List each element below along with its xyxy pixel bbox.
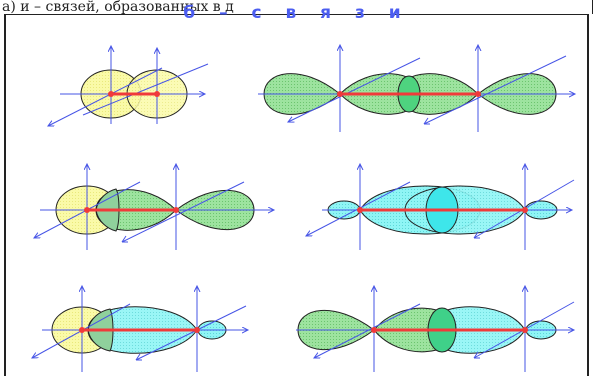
y-axis-left xyxy=(48,67,163,126)
y-arrow-right xyxy=(121,235,128,243)
caption-text: а) и – связей, образованных в д xyxy=(2,0,234,14)
nucleus-left xyxy=(357,207,363,213)
panel-s-s-overlap xyxy=(48,46,209,126)
y-axis-left xyxy=(288,57,421,122)
y-arrow-right xyxy=(423,117,430,125)
nucleus-left xyxy=(337,91,343,97)
y-arrow-right xyxy=(473,231,480,239)
nucleus-right xyxy=(475,91,481,97)
nucleus-left xyxy=(371,327,377,333)
nucleus-left xyxy=(79,327,85,333)
panel-s-sp-overlap xyxy=(32,286,248,372)
nucleus-right xyxy=(173,207,179,213)
panel-sp-sp-overlap xyxy=(306,164,575,250)
y-axis-right xyxy=(135,305,247,361)
nucleus-left xyxy=(84,207,90,213)
y-arrow-right xyxy=(473,351,480,359)
nucleus-right xyxy=(522,327,528,333)
panel-p-p-overlap xyxy=(258,45,575,132)
y-arrow-right xyxy=(135,353,142,361)
nucleus-right xyxy=(154,91,160,97)
top-caption: а) и – связей, образованных в д xyxy=(0,0,593,14)
y-axis-right xyxy=(121,181,245,243)
nucleus-right xyxy=(194,327,200,333)
nucleus-left xyxy=(108,91,114,97)
panel-p-sp-overlap xyxy=(296,286,574,372)
nucleus-right xyxy=(522,207,528,213)
y-axis-left xyxy=(314,303,421,358)
diagram-title: б – с в я з и xyxy=(183,3,410,23)
figure-frame xyxy=(4,14,589,376)
panel-s-p-overlap xyxy=(34,164,274,250)
y-axis-right xyxy=(423,55,567,125)
y-axis-right xyxy=(82,63,209,116)
